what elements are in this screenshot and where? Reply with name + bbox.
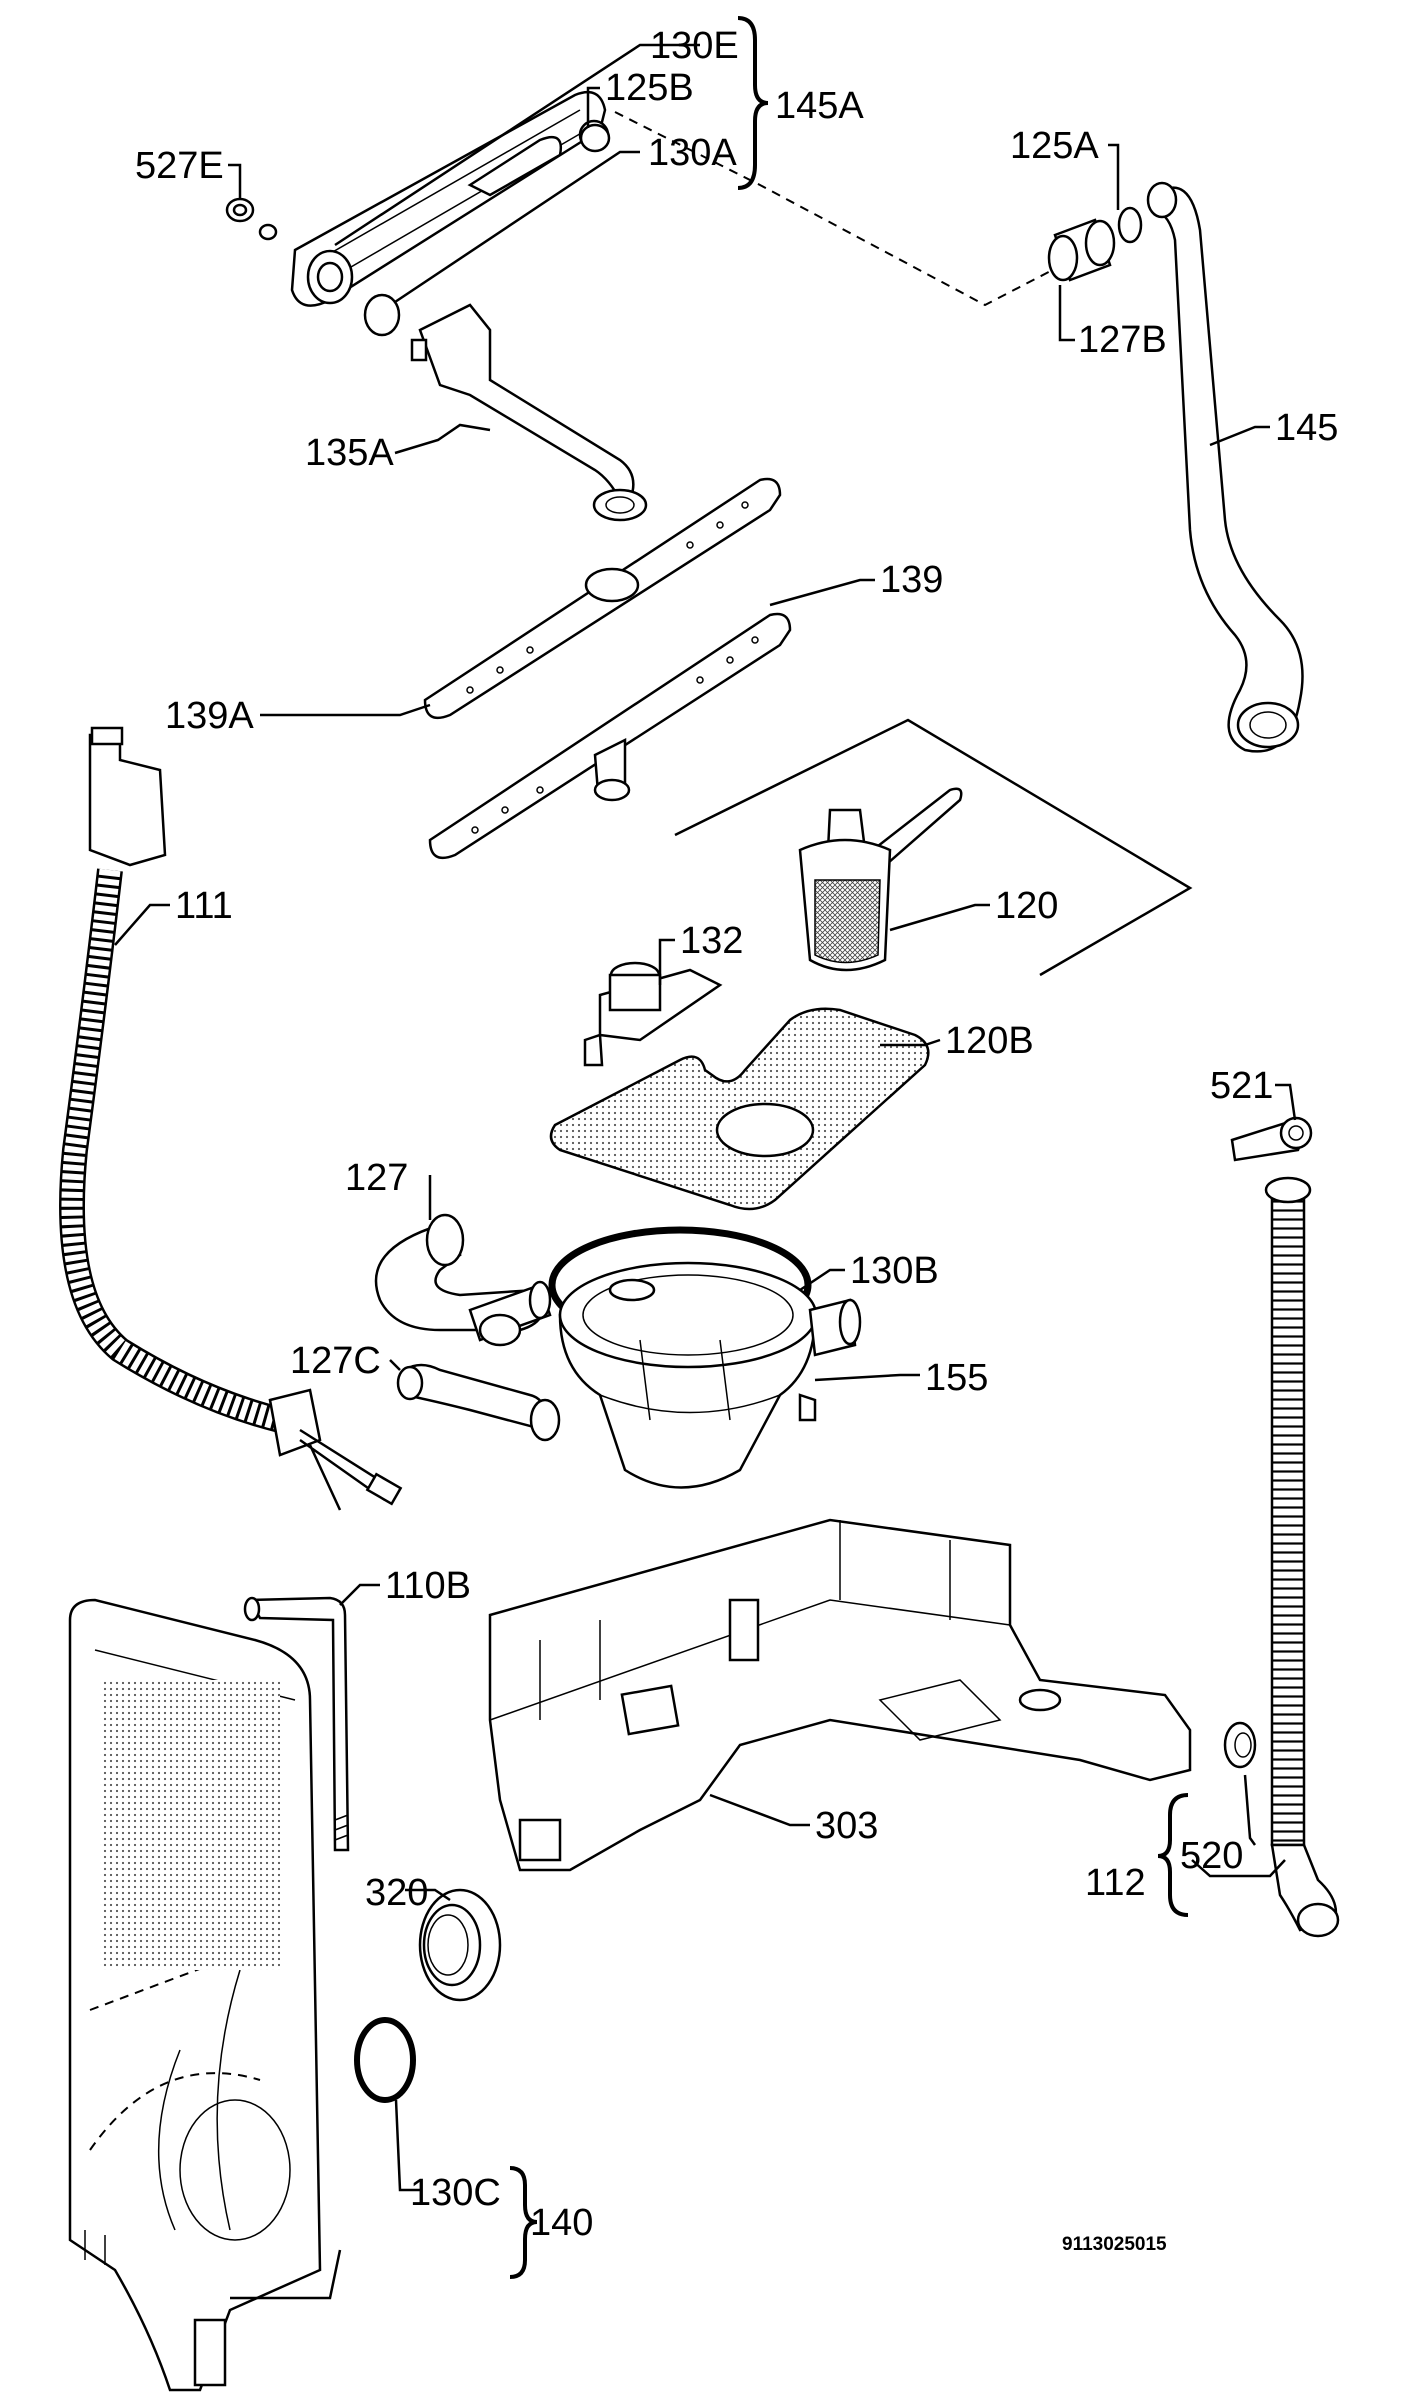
seal-ring-125a-part — [1117, 206, 1143, 244]
label-120b: 120B — [945, 1020, 1034, 1062]
label-111: 111 — [175, 885, 233, 927]
clip-521-part — [1230, 1116, 1313, 1162]
label-110b: 110B — [385, 1565, 471, 1607]
spray-arm-139a-part — [423, 477, 782, 720]
label-155: 155 — [925, 1357, 988, 1399]
label-132: 132 — [680, 920, 743, 962]
label-139a: 139A — [165, 695, 254, 737]
label-145a: 145A — [775, 85, 864, 127]
label-127: 127 — [345, 1157, 408, 1199]
brace-112 — [1157, 1793, 1189, 1917]
label-127c: 127C — [290, 1340, 381, 1382]
label-125a: 125A — [1010, 125, 1099, 167]
hose-127-part — [374, 1213, 552, 1347]
seal-ring-small-part — [258, 223, 278, 241]
leader-lines — [114, 43, 1297, 2300]
label-520: 520 — [1180, 1835, 1243, 1877]
tube-110b-part — [243, 1596, 350, 1852]
label-527e: 527E — [135, 145, 224, 187]
filter-120-part — [798, 787, 963, 972]
label-130b: 130B — [850, 1250, 939, 1292]
dashed-connection-line — [614, 111, 1069, 307]
label-130e: 130E — [650, 25, 739, 67]
nut-527e-part — [225, 197, 255, 223]
pipe-135a-part — [410, 303, 648, 522]
label-145: 145 — [1275, 407, 1338, 449]
brace-140 — [509, 2166, 538, 2279]
spray-arm-139-part — [428, 612, 792, 860]
label-140: 140 — [530, 2202, 593, 2244]
fitting-127b-part — [1047, 218, 1116, 282]
seal-ring-130c-part — [354, 2017, 416, 2103]
seal-ring-125b-part — [579, 123, 611, 153]
sump-155-part — [558, 1261, 862, 1489]
filter-bracket-line — [674, 718, 1193, 977]
seal-ring-130a-part — [363, 293, 401, 337]
cable-111-part — [59, 726, 403, 1511]
label-125b: 125B — [605, 67, 694, 109]
label-135a: 135A — [305, 432, 394, 474]
label-127b: 127B — [1078, 319, 1167, 361]
clamp-520-part — [1223, 1721, 1257, 1769]
part-labels: 130E 125B 145A 130A 527E 125A 127B 145 1… — [135, 25, 1338, 2255]
seal-320-part — [418, 1888, 502, 2002]
hose-127c-part — [396, 1363, 561, 1442]
drain-hose-112-part — [1264, 1176, 1340, 1938]
label-130c: 130C — [410, 2172, 501, 2214]
brace-145a — [737, 16, 769, 190]
label-320: 320 — [365, 1872, 428, 1914]
hose-145-part — [1146, 181, 1304, 753]
side-panel-dot-grid — [100, 1680, 280, 1970]
label-130a: 130A — [648, 132, 737, 174]
base-303-part — [488, 1518, 1192, 1872]
upper-spray-tube-part — [290, 90, 610, 307]
label-521: 521 — [1210, 1065, 1273, 1107]
label-120: 120 — [995, 885, 1058, 927]
diagram-code: 9113025015 — [1062, 2234, 1167, 2255]
flat-filter-120b-part — [549, 1007, 930, 1211]
label-303: 303 — [815, 1805, 878, 1847]
label-139: 139 — [880, 559, 943, 601]
label-112: 112 — [1085, 1862, 1146, 1904]
part-132 — [583, 961, 723, 1067]
